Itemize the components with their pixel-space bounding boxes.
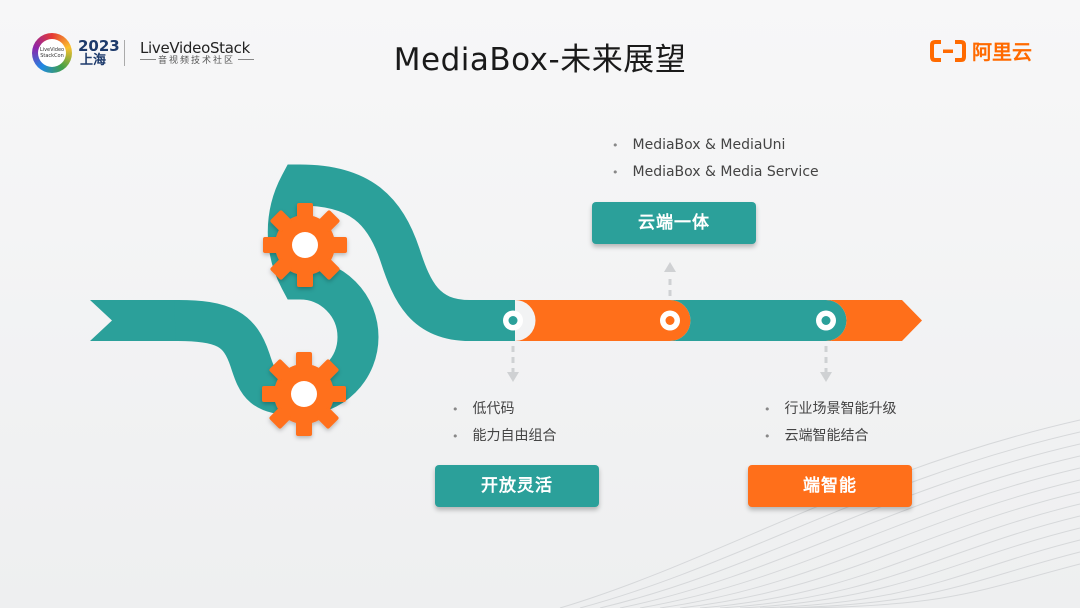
logo-divider xyxy=(124,40,125,66)
arrow-down-icon xyxy=(507,372,519,382)
milestone-dot-3 xyxy=(816,310,836,331)
page-title: MediaBox-未来展望 xyxy=(393,42,687,78)
milestone-dot-1 xyxy=(503,310,523,331)
bar-arrow-head xyxy=(826,300,922,341)
bar-segment-3 xyxy=(670,300,847,341)
community-name: LiveVideoStack xyxy=(140,39,250,57)
ribbon-tail xyxy=(90,300,180,341)
list-item: MediaBox & MediaUni xyxy=(612,132,819,159)
milestone-2-bullets: MediaBox & MediaUni MediaBox & Media Ser… xyxy=(612,132,819,186)
list-item: 低代码 xyxy=(452,396,557,423)
milestone-3-bullets: 行业场景智能升级 云端智能结合 xyxy=(764,396,897,450)
gear-icon xyxy=(262,352,346,436)
conference-year: 2023 xyxy=(78,37,120,55)
aliyun-name: 阿里云 xyxy=(972,40,1032,64)
community-subtitle: 音视频技术社区 xyxy=(158,56,236,66)
gear-icon xyxy=(263,203,347,287)
conference-logo-line2: StackCon xyxy=(40,53,64,59)
list-item: 行业场景智能升级 xyxy=(764,396,897,423)
s-ribbon xyxy=(174,164,472,416)
subtitle-rule-right xyxy=(238,59,254,60)
subtitle-rule-left xyxy=(140,59,156,60)
conference-city: 上海 xyxy=(80,53,107,68)
bar-segment-2 xyxy=(515,300,691,341)
list-item: MediaBox & Media Service xyxy=(612,159,819,186)
arrow-down-icon xyxy=(820,372,832,382)
list-item: 能力自由组合 xyxy=(452,423,557,450)
arrow-up-icon xyxy=(664,262,676,272)
aliyun-logo: 阿里云 xyxy=(930,36,1032,65)
milestone-dot-2 xyxy=(660,310,680,331)
conference-logo-line1: LiveVideo xyxy=(39,47,65,53)
aliyun-bracket-icon xyxy=(930,39,966,62)
milestone-3-label: 端智能 xyxy=(748,465,912,507)
milestone-2-label: 云端一体 xyxy=(592,202,756,244)
milestone-1-label: 开放灵活 xyxy=(435,465,599,507)
list-item: 云端智能结合 xyxy=(764,423,897,450)
milestone-1-bullets: 低代码 能力自由组合 xyxy=(452,396,557,450)
conference-logo: LiveVideo StackCon xyxy=(32,33,72,73)
